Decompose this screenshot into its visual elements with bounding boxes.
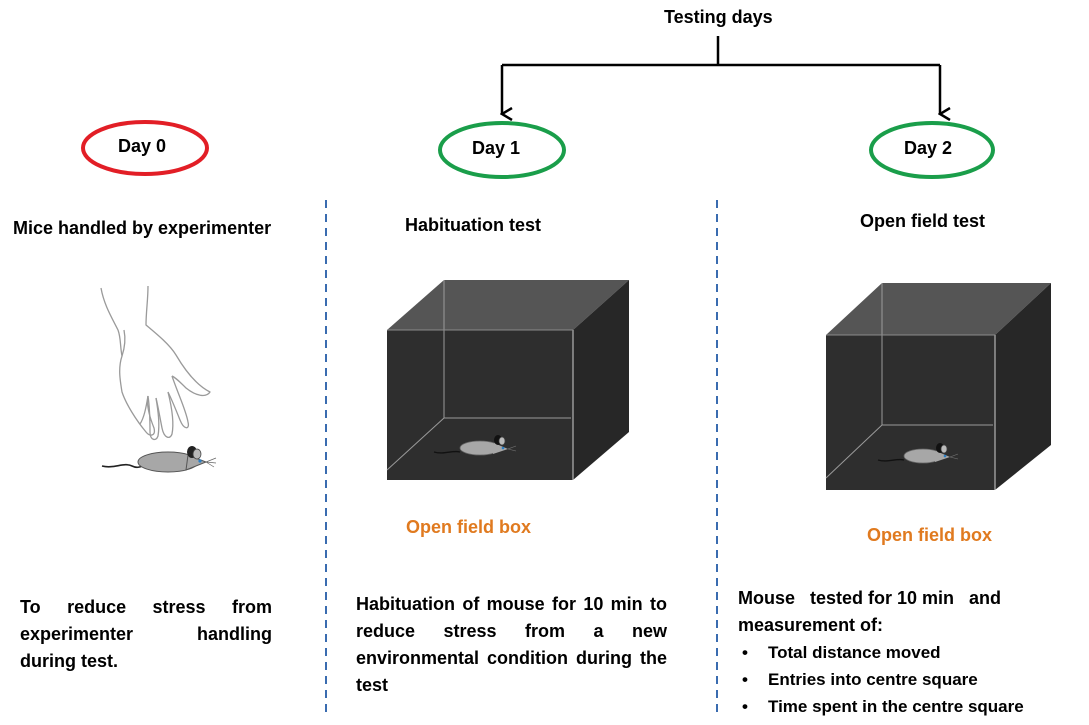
day-1-caption: Open field box (406, 517, 532, 537)
measurement-item: Total distance moved (738, 639, 1024, 666)
day-1-description: Habituation of mouse for 10 min to reduc… (356, 594, 667, 695)
mouse-day-1 (433, 435, 517, 456)
day-2-caption: Open field box (867, 525, 993, 545)
open-field-box-day-1 (386, 280, 629, 480)
day-0-title: Mice handled by experimenter (13, 218, 272, 238)
day-2-title: Open field test (860, 211, 986, 231)
day-0-ellipse (81, 120, 209, 176)
day-0-description: To reduce stress from experimenter handl… (20, 597, 272, 671)
mouse-day-0 (101, 446, 217, 473)
measurement-item: Entries into centre square (738, 666, 1024, 693)
day-2-description-line-2: measurement of: (738, 615, 884, 635)
day-2-description-line-1: Mouse tested for 10 min and (738, 588, 1002, 608)
day-1-label: Day 1 (472, 138, 521, 158)
hand-illustration (100, 285, 211, 441)
day-1-ellipse (438, 121, 566, 179)
measurement-list: Total distance moved Entries into centre… (738, 639, 1024, 720)
day-0-label: Day 0 (118, 136, 167, 156)
testing-days-bracket (502, 36, 940, 114)
open-field-box-day-2 (825, 283, 1051, 490)
testing-days-label: Testing days (664, 7, 773, 27)
day-2-label: Day 2 (904, 138, 953, 158)
day-2-ellipse (869, 121, 995, 179)
measurement-item: Time spent in the centre square (738, 693, 1024, 720)
day-1-title: Habituation test (405, 215, 542, 235)
mouse-day-2 (877, 443, 959, 464)
